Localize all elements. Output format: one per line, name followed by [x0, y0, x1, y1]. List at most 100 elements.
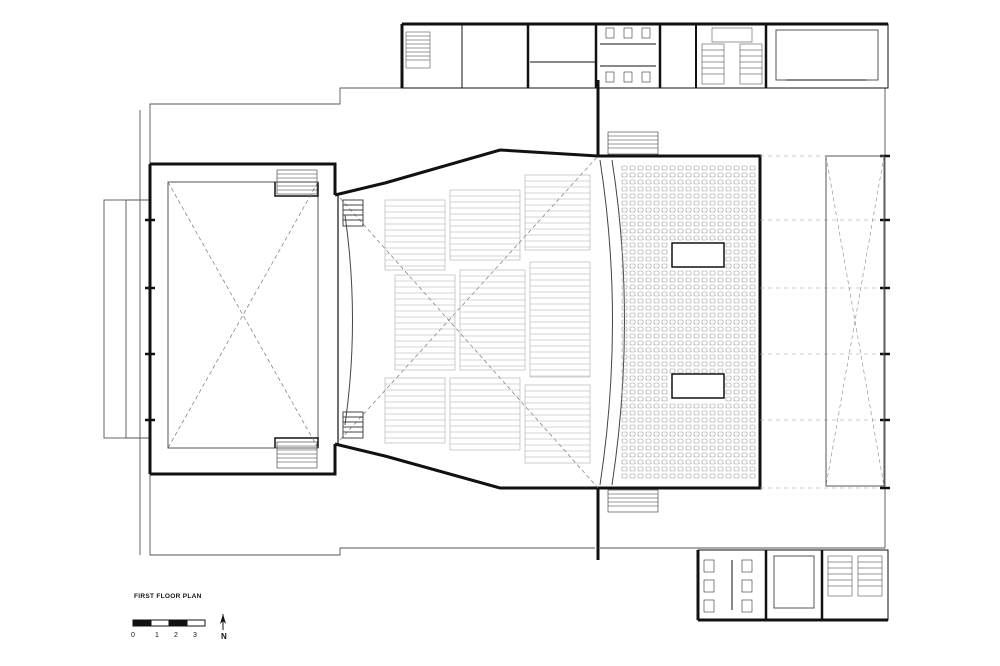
balcony-seat — [701, 305, 708, 311]
balcony-seat — [741, 214, 748, 220]
balcony-seat — [637, 403, 644, 409]
balcony-seat — [685, 340, 692, 346]
balcony-seat — [637, 291, 644, 297]
balcony-seat — [701, 221, 708, 227]
balcony-seat — [669, 228, 676, 234]
balcony-seat — [661, 256, 668, 262]
balcony-seat — [637, 165, 644, 171]
balcony-seat — [653, 340, 660, 346]
seat-block — [394, 274, 456, 371]
balcony-seat — [741, 403, 748, 409]
balcony-seat — [653, 354, 660, 360]
balcony-seat — [725, 235, 732, 241]
balcony-seat — [749, 403, 756, 409]
balcony-seat — [725, 452, 732, 458]
balcony-seat — [741, 319, 748, 325]
balcony-seat — [661, 242, 668, 248]
balcony-seat — [741, 221, 748, 227]
balcony-seat — [733, 263, 740, 269]
balcony-seat — [621, 284, 628, 290]
balcony-seat — [741, 172, 748, 178]
balcony-seat — [677, 431, 684, 437]
balcony-seat — [621, 375, 628, 381]
balcony-seat — [733, 326, 740, 332]
balcony-seat — [661, 263, 668, 269]
balcony-seat — [645, 333, 652, 339]
balcony-seat — [701, 361, 708, 367]
balcony-seat — [741, 207, 748, 213]
balcony-seat — [733, 424, 740, 430]
balcony-seat — [621, 361, 628, 367]
balcony-seat — [621, 179, 628, 185]
balcony-seat — [749, 270, 756, 276]
balcony-seat — [621, 326, 628, 332]
balcony-seat — [669, 277, 676, 283]
balcony-seat — [741, 333, 748, 339]
balcony-seat — [653, 361, 660, 367]
balcony-seat — [725, 319, 732, 325]
balcony-seat — [701, 319, 708, 325]
balcony-seat — [741, 354, 748, 360]
balcony-seat — [709, 193, 716, 199]
balcony-seat — [653, 438, 660, 444]
balcony-seat — [669, 354, 676, 360]
balcony-seat — [645, 403, 652, 409]
balcony-seat — [693, 270, 700, 276]
balcony-seat — [685, 445, 692, 451]
balcony-seat — [621, 473, 628, 479]
balcony-seat — [661, 445, 668, 451]
balcony-seat — [733, 193, 740, 199]
balcony-seat — [637, 473, 644, 479]
balcony-seat — [661, 165, 668, 171]
balcony-seat — [717, 445, 724, 451]
balcony-seat — [685, 417, 692, 423]
balcony-seat — [709, 431, 716, 437]
balcony-seat — [709, 326, 716, 332]
balcony-seat — [645, 312, 652, 318]
balcony-seat — [629, 270, 636, 276]
balcony-seat — [661, 438, 668, 444]
balcony-seat — [669, 403, 676, 409]
balcony-seat — [645, 375, 652, 381]
foyer-void — [825, 155, 885, 487]
balcony-seat — [677, 193, 684, 199]
scale-label-0: 0 — [131, 632, 135, 639]
balcony-seat — [709, 361, 716, 367]
scale-label-3: 3 — [193, 632, 197, 639]
balcony-seat — [741, 235, 748, 241]
balcony-seat — [653, 200, 660, 206]
top-stair-right — [701, 27, 763, 85]
balcony-seat — [629, 438, 636, 444]
balcony-seat — [621, 340, 628, 346]
balcony-seat — [661, 382, 668, 388]
balcony-seat — [725, 270, 732, 276]
balcony-seat — [693, 312, 700, 318]
balcony-seat — [709, 200, 716, 206]
balcony-seat — [749, 249, 756, 255]
balcony-seat — [717, 221, 724, 227]
balcony-seat — [709, 445, 716, 451]
balcony-seat — [661, 396, 668, 402]
balcony-seat — [653, 172, 660, 178]
balcony-seat — [709, 368, 716, 374]
seat-block — [449, 377, 521, 451]
balcony-seat — [677, 424, 684, 430]
balcony-seat — [693, 403, 700, 409]
balcony-seat — [749, 186, 756, 192]
balcony-seat — [717, 438, 724, 444]
balcony-seat — [653, 452, 660, 458]
balcony-seat — [693, 179, 700, 185]
balcony-seat — [693, 207, 700, 213]
balcony-seat — [621, 319, 628, 325]
balcony-seat — [629, 172, 636, 178]
balcony-seat — [685, 361, 692, 367]
balcony-seat — [685, 368, 692, 374]
balcony-seat — [637, 347, 644, 353]
balcony-seat — [717, 347, 724, 353]
balcony-seat — [669, 319, 676, 325]
balcony-seat — [725, 466, 732, 472]
balcony-seat — [749, 333, 756, 339]
balcony-seat — [685, 438, 692, 444]
balcony-seat — [637, 305, 644, 311]
balcony-seat — [645, 396, 652, 402]
